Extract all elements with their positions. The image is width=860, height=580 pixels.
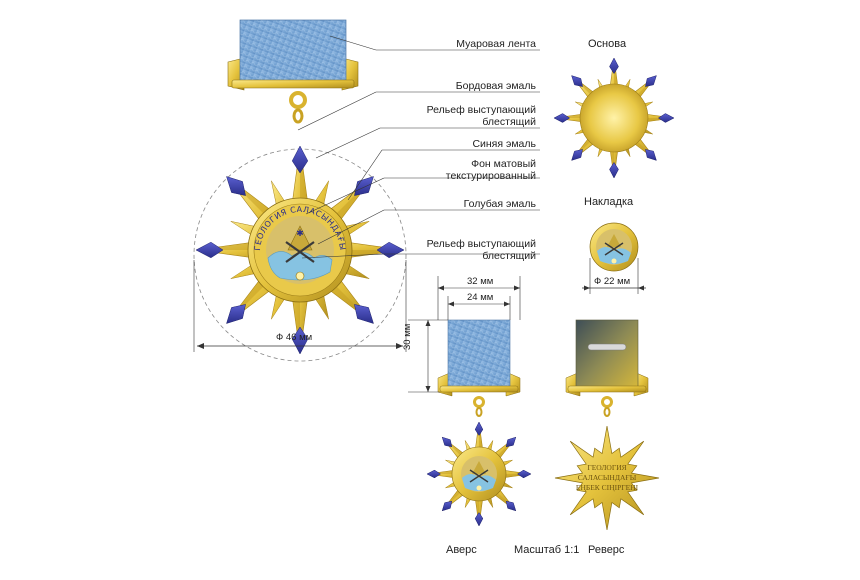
dim-main-diameter: Ф 46 мм xyxy=(276,332,313,343)
enamel-rhombus xyxy=(505,500,517,512)
caption-overlay: Накладка xyxy=(584,196,634,208)
main-diameter-dimension xyxy=(193,260,407,352)
enamel-rhombus xyxy=(645,75,657,87)
dim-overlay-diameter: Ф 22 мм xyxy=(594,276,631,287)
main-medallion: ✱ ГЕОЛОГИЯ САЛАСЫНДАҒЫ xyxy=(247,197,353,303)
enamel-rhombus xyxy=(426,469,441,479)
label-lightblue-enamel: Голубая эмаль xyxy=(463,198,536,210)
enamel-rhombus xyxy=(226,304,246,324)
block-dimensions xyxy=(408,276,521,393)
obverse-view xyxy=(426,319,532,527)
callout-leaders xyxy=(297,35,540,259)
obverse-ribbon xyxy=(447,319,511,391)
enamel-rhombus xyxy=(291,145,309,174)
label-matte-a: Фон матовый xyxy=(471,158,536,170)
enamel-rhombus xyxy=(645,149,657,161)
svg-text:✱: ✱ xyxy=(296,229,304,239)
svg-text:ГЕОЛОГИЯ: ГЕОЛОГИЯ xyxy=(587,463,626,472)
enamel-rhombus xyxy=(505,436,517,448)
label-relief-2a: Рельеф выступающий xyxy=(426,238,536,250)
reverse-star xyxy=(554,425,660,531)
overlay-dimension xyxy=(582,258,646,294)
svg-text:САЛАСЫНДАҒЫ: САЛАСЫНДАҒЫ xyxy=(578,473,637,482)
enamel-rhombus xyxy=(657,113,675,123)
reverse-block xyxy=(575,319,639,391)
label-blue-enamel: Синяя эмаль xyxy=(472,138,536,150)
enamel-rhombus xyxy=(226,176,246,196)
main-ribbon-block xyxy=(227,19,359,91)
enamel-rhombus xyxy=(354,176,374,196)
base-view xyxy=(553,57,675,179)
main-medal: ✱ ГЕОЛОГИЯ САЛАСЫНДАҒЫ xyxy=(193,19,407,362)
label-relief-1a: Рельеф выступающий xyxy=(426,104,536,116)
main-ribbon xyxy=(239,19,347,87)
dim-block-height: 30 мм xyxy=(402,323,413,350)
enamel-rhombus xyxy=(474,421,484,436)
dim-block-outer: 32 мм xyxy=(467,276,494,287)
enamel-rhombus xyxy=(609,57,619,75)
caption-base: Основа xyxy=(588,38,627,50)
enamel-rhombus xyxy=(441,436,453,448)
enamel-rhombus xyxy=(354,304,374,324)
reverse-inscription: ГЕОЛОГИЯ САЛАСЫНДАҒЫ ЕҢБЕК СІҢІРГЕНІ xyxy=(576,463,639,492)
caption-reverse: Реверс xyxy=(588,544,625,556)
reverse-pin xyxy=(587,343,627,351)
overlay-view xyxy=(589,222,639,272)
reverse-view: ГЕОЛОГИЯ САЛАСЫНДАҒЫ ЕҢБЕК СІҢІРГЕНІ xyxy=(554,319,660,531)
enamel-rhombus xyxy=(609,161,619,179)
enamel-rhombus xyxy=(553,113,571,123)
label-relief-2b: блестящий xyxy=(482,250,536,262)
label-relief-1b: блестящий xyxy=(482,116,536,128)
enamel-rhombus xyxy=(571,75,583,87)
enamel-rhombus xyxy=(571,149,583,161)
label-matte-b: текстурированный xyxy=(445,170,536,182)
enamel-rhombus xyxy=(517,469,532,479)
svg-text:ЕҢБЕК СІҢІРГЕНІ: ЕҢБЕК СІҢІРГЕНІ xyxy=(576,483,639,492)
label-burgundy-enamel: Бордовая эмаль xyxy=(455,80,536,92)
main-ring xyxy=(289,91,307,109)
caption-obverse: Аверс xyxy=(446,544,477,556)
enamel-rhombus xyxy=(195,241,224,259)
enamel-rhombus xyxy=(441,500,453,512)
dim-block-inner: 24 мм xyxy=(467,292,494,303)
label-ribbon: Муаровая лента xyxy=(456,38,536,50)
enamel-rhombus xyxy=(291,326,309,355)
caption-scale: Масштаб 1:1 xyxy=(514,544,580,556)
enamel-rhombus xyxy=(474,512,484,527)
